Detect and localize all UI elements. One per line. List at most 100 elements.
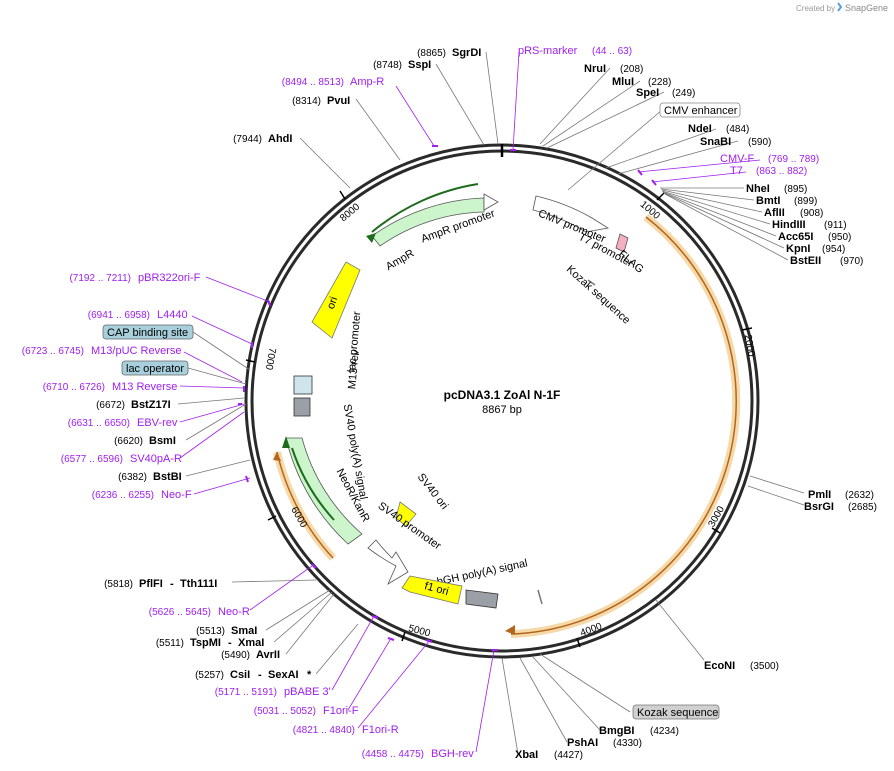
enzyme-pos: (2685) [848,502,877,513]
enzyme-name: NdeI [688,123,712,135]
lac-operator-label: lac operator [126,363,184,375]
enzyme-bstbi[interactable]: (6382) BstBI [118,471,182,483]
primer-l4440[interactable]: (6941 .. 6958) L4440 [88,309,188,321]
neor-orf-arc [276,451,334,559]
enzyme-avrii[interactable]: (5490) AvrII [221,649,280,661]
primer-range: (6941 .. 6958) [88,310,150,321]
enzyme-bstz17i[interactable]: (6672) BstZ17I [96,399,171,411]
enzyme-bsteii[interactable]: BstEII (970) [790,255,863,267]
primer-sv40pa-r[interactable]: (6577 .. 6596) SV40pA-R [61,453,182,465]
primer-prs-marker[interactable]: pRS-marker (44 .. 63) [518,45,632,57]
credit-text: Created by [796,4,835,13]
sv40-promoter-feature[interactable] [367,539,409,585]
ori-feature[interactable] [311,261,361,339]
ampr-cds-arrow [366,233,376,243]
primer-range: (5171 .. 5191) [215,687,277,698]
enzyme-bsmi[interactable]: (6620) BsmI [114,435,176,447]
f1-ori-feature[interactable] [401,575,463,605]
enzyme-bmgbi[interactable]: BmgBI (4234) [599,725,679,737]
enzyme-aflii[interactable]: AflII (908) [764,207,823,219]
primer-bgh-rev[interactable]: (4458 .. 4475) BGH-rev [362,748,475,760]
enzyme-smai[interactable]: (5513) SmaI [196,625,257,637]
enzyme-pos: (950) [828,232,851,243]
primer-neo-r[interactable]: (5626 .. 5645) Neo-R [149,606,250,618]
enzyme-acc65i[interactable]: Acc65I (950) [778,231,851,243]
primer-m13-reverse[interactable]: (6710 .. 6726) M13 Reverse [43,381,178,393]
enzyme-name: BsmI [149,435,176,447]
enzyme-nhei[interactable]: NheI (895) [746,183,807,195]
enzyme-pos: (5513) [196,626,225,637]
neor-cds-arrow [282,436,290,448]
enzyme-sspi[interactable]: (8748) SspI [373,59,431,71]
enzyme-name: BsrGI [804,501,834,513]
primer-amp-r[interactable]: (8494 .. 8513) Amp-R [282,76,385,88]
plasmid-length: 8867 bp [482,404,522,416]
enzyme-pos: (6382) [118,472,147,483]
bgh-polya-feature[interactable] [465,589,499,609]
enzyme-bsrgi[interactable]: BsrGI (2685) [804,501,877,513]
primer-f1ori-f[interactable]: (5031 .. 5052) F1ori-F [254,705,359,717]
enzyme-name: PflFI [139,578,163,590]
primer-m13-puc-reverse[interactable]: (6723 .. 6745) M13/pUC Reverse [22,345,182,357]
cmv-enhancer-box[interactable]: CMV enhancer [659,102,741,118]
enzyme-pmli[interactable]: PmlI (2632) [808,489,874,501]
enzyme-name: SnaBI [700,136,731,148]
sv40-ori-feature[interactable] [395,501,417,527]
enzyme-kpni[interactable]: KpnI (954) [786,243,845,255]
tick-label-8000: 8000 [338,201,362,224]
enzyme-hindiii[interactable]: HindIII (911) [772,219,847,231]
enzyme-ahdi[interactable]: (7944) AhdI [233,133,292,145]
enzyme-pshai[interactable]: PshAI (4330) [567,737,642,749]
primer-name: CMV-F [720,153,755,165]
m13-rev-feature[interactable] [293,397,311,417]
enzyme-snabi[interactable]: SnaBI (590) [700,136,771,148]
enzyme-bmti[interactable]: BmtI (899) [756,195,817,207]
primer-range: (6723 .. 6745) [22,346,84,357]
ampr-promoter-feature[interactable] [371,197,485,247]
enzyme-pos: (8865) [417,48,446,59]
enzyme-name: MluI [612,76,634,88]
primer-f1ori-r[interactable]: (4821 .. 4840) F1ori-R [293,724,399,736]
enzyme-name: SgrDI [452,47,481,59]
enzyme-pos: (5511) [156,638,184,649]
enzyme-mlui[interactable]: MluI (228) [612,76,671,88]
primer-ebv-rev[interactable]: (6631 .. 6650) EBV-rev [68,417,178,429]
primer-name: BGH-rev [431,748,474,760]
cmv-promoter-feature[interactable] [532,195,610,233]
primer-range: (5626 .. 5645) [149,607,211,618]
enzyme-nrui[interactable]: NruI (208) [584,63,643,75]
cap-binding-site-box[interactable]: CAP binding site [102,324,194,340]
neor-feature[interactable] [285,437,363,545]
enzyme-ndei[interactable]: NdeI (484) [688,123,749,135]
primer-name: L4440 [157,309,188,321]
enzyme-spei[interactable]: SpeI (249) [636,87,695,99]
lac-operator-box[interactable]: lac operator [121,360,189,376]
primer-t7[interactable]: T7 (863 .. 882) [730,165,807,177]
kozak-sequence-box[interactable]: Kozak sequence [632,704,720,720]
enzyme-tspmi[interactable]: (5511) TspMI - XmaI [156,637,264,649]
enzyme-pvui[interactable]: (8314) PvuI [292,95,350,107]
primer-pbabe-3[interactable]: (5171 .. 5191) pBABE 3' [215,686,331,698]
cmv-enhancer-label: CMV enhancer [664,105,738,117]
enzyme-pos: (5257) [195,670,224,681]
tick-marks [245,190,753,648]
enzyme-sgrdi[interactable]: (8865) SgrDI [417,47,481,59]
primer-name: F1ori-F [323,705,359,717]
primer-cmv-f[interactable]: CMV-F (769 .. 789) [720,153,819,165]
kozak-inner-label: Kozak sequence [564,263,632,326]
ampr-label: AmpR [384,247,417,273]
lac-promoter-feature[interactable] [293,375,313,395]
enzyme-csii[interactable]: (5257) CsiI - SexAI * [195,669,312,681]
enzyme-name: AhdI [268,133,292,145]
enzyme-name: HindIII [772,219,806,231]
enzyme-name: PmlI [808,489,831,501]
primer-neo-f[interactable]: (6236 .. 6255) Neo-F [92,489,192,501]
flag-feature[interactable] [615,233,629,253]
enzyme-econi[interactable]: EcoNI (3500) [704,660,779,672]
enzyme-name: PshAI [567,737,598,749]
primer-pbr322ori-f[interactable]: (7192 .. 7211) pBR322ori-F [69,272,200,284]
primer-name: Neo-F [161,489,192,501]
enzyme-pflfi[interactable]: (5818) PflFI - Tth111I [104,578,217,590]
enzyme-xbai[interactable]: XbaI (4427) [515,749,583,761]
